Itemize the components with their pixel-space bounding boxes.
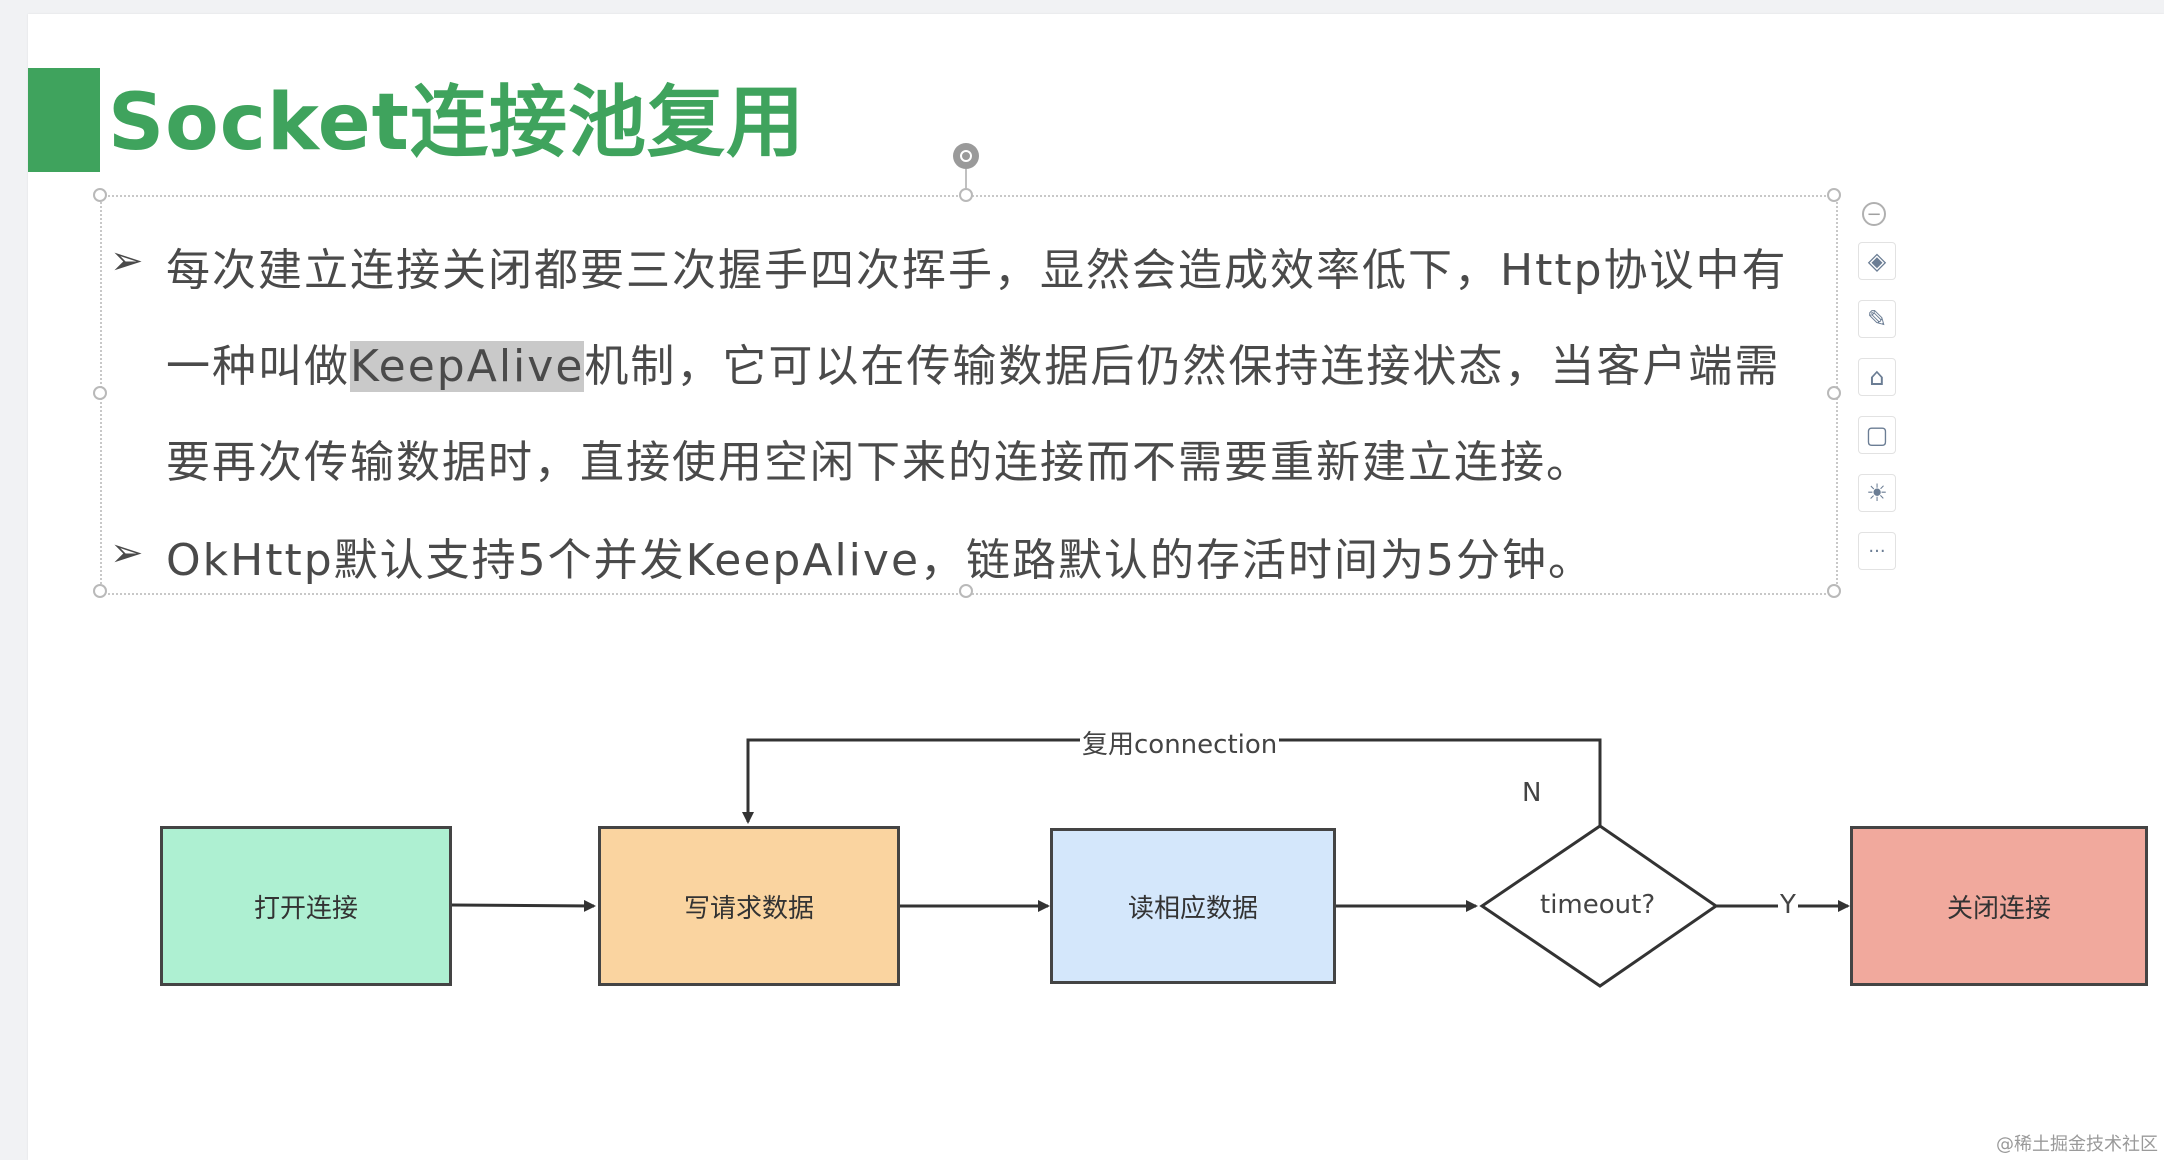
bullet-2-line-1: OkHttp默认支持5个并发KeepAlive，链路默认的存活时间为5分钟。 [166,535,1595,586]
slide-title[interactable]: Socket连接池复用 [108,78,805,168]
bullet-1-line-2: 一种叫做KeepAlive机制，它可以在传输数据后仍然保持连接状态，当客户端需 [166,330,1780,394]
resize-handle-bottom[interactable] [959,584,973,598]
resize-handle-top-left[interactable] [93,188,107,202]
node-timeout-decision[interactable]: timeout? [1540,890,1656,920]
node-open-connection[interactable]: 打开连接 [160,826,452,986]
resize-handle-right[interactable] [1827,386,1841,400]
layers-icon[interactable]: ◈ [1858,242,1896,280]
bullet-1-line-2-before: 一种叫做 [166,341,350,392]
more-icon[interactable]: ··· [1858,532,1896,570]
bullet-1-line-2-after: 机制，它可以在传输数据后仍然保持连接状态，当客户端需 [584,341,1781,392]
rotate-stem [965,169,967,195]
bullet-1-line-1: 每次建立连接关闭都要三次握手四次挥手，显然会造成效率低下，Http协议中有 [166,245,1788,296]
edge-label-reuse: 复用connection [1080,724,1280,761]
bullet-arrow-icon: ➢ [110,530,144,576]
bullet-1-line-3: 要再次传输数据时，直接使用空闲下来的连接而不需要重新建立连接。 [166,437,1592,488]
edge-label-no: N [1522,778,1542,808]
node-close-connection[interactable]: 关闭连接 [1850,826,2148,986]
selected-text-keepalive[interactable]: KeepAlive [350,341,585,392]
resize-handle-top-right[interactable] [1827,188,1841,202]
rotate-handle-icon[interactable] [953,143,979,169]
eraser-icon[interactable]: ⌂ [1858,358,1896,396]
resize-handle-left[interactable] [93,386,107,400]
crop-icon[interactable]: ▢ [1858,416,1896,454]
edge-open-to-write [451,899,596,912]
resize-handle-bottom-right[interactable] [1827,584,1841,598]
pen-icon[interactable]: ✎ [1858,300,1896,338]
lightbulb-icon[interactable]: ☀ [1858,474,1896,512]
resize-handle-bottom-left[interactable] [93,584,107,598]
resize-handle-top[interactable] [959,188,973,202]
decision-diamond [1479,824,1719,988]
bullet-arrow-icon: ➢ [110,238,144,284]
toolbar-collapse-button[interactable]: − [1862,202,1886,226]
node-write-request[interactable]: 写请求数据 [598,826,900,986]
edge-label-yes: Y [1778,890,1798,920]
watermark: @稀土掘金技术社区 [1996,1134,2158,1155]
node-read-response[interactable]: 读相应数据 [1050,828,1336,984]
title-accent-bar [28,68,100,172]
